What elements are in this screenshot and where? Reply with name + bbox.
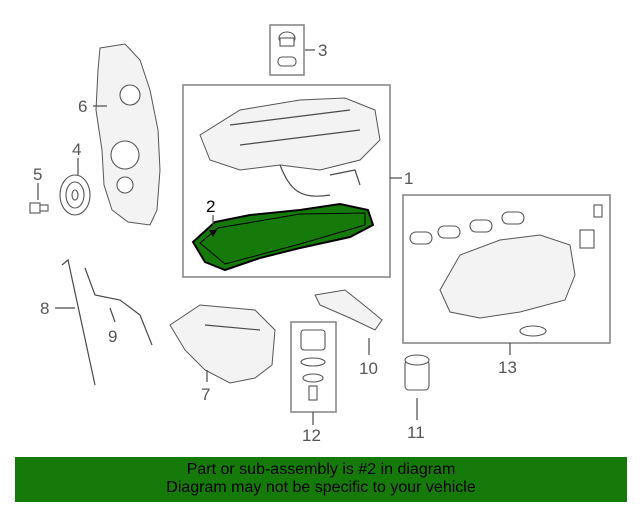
cylinder-head-cover <box>199 97 381 197</box>
box-part-13 <box>402 194 611 344</box>
oil-pan <box>169 304 276 384</box>
valve-cover-gasket-highlighted <box>191 202 375 272</box>
banner-line-2: Diagram may not be specific to your vehi… <box>166 479 476 496</box>
oil-dipstick <box>61 258 96 386</box>
pulley-bolt <box>29 202 49 214</box>
callout-1: 1 <box>404 169 413 188</box>
callout-4: 4 <box>72 140 81 159</box>
bracket <box>314 289 383 331</box>
oil-filter-element <box>300 329 326 401</box>
box-part-3 <box>269 24 305 76</box>
callout-5: 5 <box>33 165 42 184</box>
oil-filler-cap <box>277 31 297 67</box>
box-part-1 <box>182 84 391 278</box>
timing-chain-cover <box>95 43 161 226</box>
leader-lines <box>37 49 511 425</box>
intake-manifold <box>409 204 603 337</box>
callout-10: 10 <box>359 359 378 378</box>
oil-filter-cap <box>404 354 430 391</box>
callout-8: 8 <box>40 299 49 318</box>
diagram-notice-banner: Part or sub-assembly is #2 in diagram Di… <box>15 457 627 502</box>
callout-7: 7 <box>201 385 210 404</box>
callout-11: 11 <box>407 423 425 442</box>
callout-6: 6 <box>78 97 87 116</box>
banner-line-1: Part or sub-assembly is #2 in diagram <box>186 461 456 478</box>
callout-3: 3 <box>318 41 327 60</box>
callout-12: 12 <box>302 426 321 445</box>
callout-9: 9 <box>108 327 117 346</box>
callout-13: 13 <box>498 358 517 377</box>
callout-2: 2 <box>206 197 215 216</box>
crankshaft-pulley <box>59 174 91 216</box>
dipstick-guide <box>84 267 153 346</box>
